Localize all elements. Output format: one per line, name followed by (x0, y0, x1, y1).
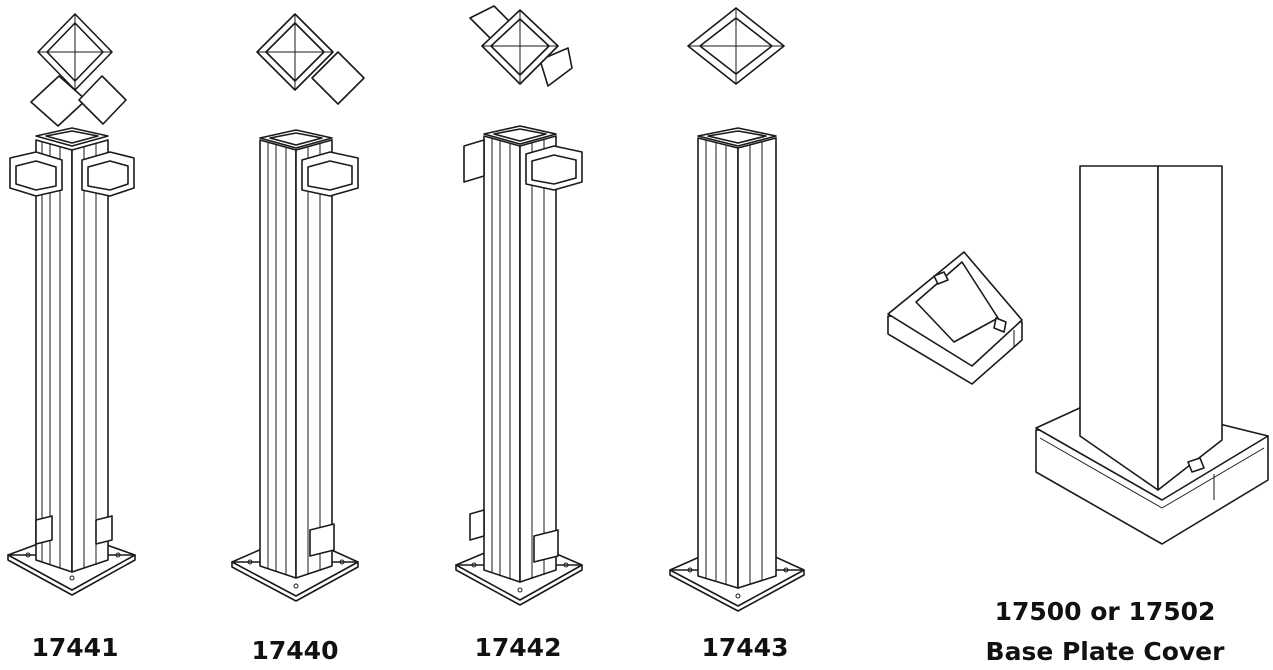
base-plate-cover-name: Base Plate Cover (985, 637, 1225, 666)
top-view-17441-icon (30, 13, 127, 127)
base-plate-cover-loose (887, 251, 1023, 385)
post-17440 (231, 129, 359, 602)
top-view-17442-icon (469, 5, 573, 87)
base-plate-cover-installed (1035, 165, 1269, 545)
post-17443 (669, 127, 805, 612)
base-plate-cover-code: 17500 or 17502 (994, 597, 1216, 626)
product-code-17443: 17443 (701, 633, 789, 662)
product-code-17441: 17441 (31, 633, 119, 662)
post-17441 (7, 127, 136, 596)
product-code-17440: 17440 (251, 636, 339, 665)
top-view-17440-icon (256, 13, 365, 105)
top-view-17443-icon (687, 7, 785, 85)
product-code-17442: 17442 (474, 633, 562, 662)
post-17442 (455, 125, 583, 606)
